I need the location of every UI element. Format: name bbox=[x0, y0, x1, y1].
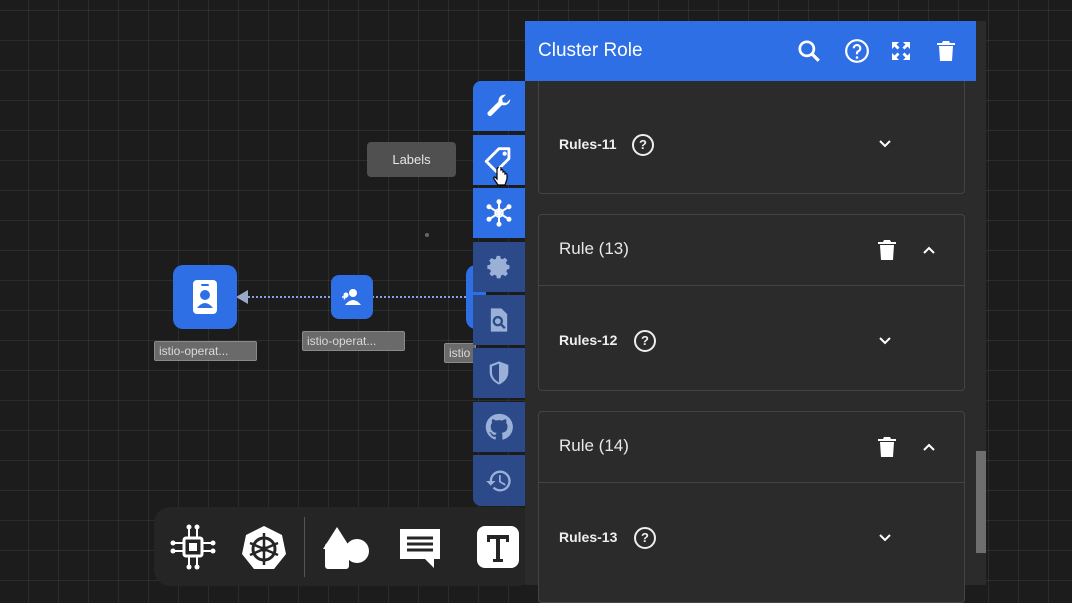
wrench-icon bbox=[487, 94, 511, 116]
panel-header: Cluster Role bbox=[525, 21, 976, 81]
chevron-down-icon[interactable] bbox=[878, 137, 892, 151]
scrollbar-thumb[interactable] bbox=[976, 451, 986, 553]
rule-card-12: Rules-11 ? bbox=[538, 81, 965, 194]
history-icon bbox=[486, 469, 511, 491]
component-icon bbox=[170, 524, 216, 570]
chevron-up-icon[interactable] bbox=[922, 440, 936, 454]
text-button[interactable] bbox=[472, 522, 524, 572]
network-icon bbox=[486, 199, 512, 227]
node-label: istio-operat... bbox=[154, 341, 257, 361]
node-label: istio-operat... bbox=[302, 331, 405, 351]
labels-tooltip: Labels bbox=[367, 142, 456, 177]
tab-labels[interactable] bbox=[473, 135, 525, 186]
node-role-binding[interactable] bbox=[331, 275, 373, 319]
rule-title: Rule (14) bbox=[559, 436, 629, 455]
tab-github[interactable] bbox=[473, 402, 525, 452]
shapes-button[interactable] bbox=[320, 522, 372, 574]
canvas-dot bbox=[425, 233, 429, 237]
delete-icon bbox=[937, 41, 955, 61]
rule-card-14: Rule (14) Rules-13 ? bbox=[538, 411, 965, 603]
doc-search-icon bbox=[490, 308, 508, 332]
tab-config[interactable] bbox=[473, 242, 525, 292]
chevron-down-icon[interactable] bbox=[878, 531, 892, 545]
help-icon bbox=[845, 39, 869, 63]
node-label: istio bbox=[444, 343, 476, 363]
hand-cursor-icon bbox=[493, 167, 508, 186]
users-icon bbox=[342, 289, 361, 305]
rules-label: Rules-12 bbox=[559, 332, 618, 348]
rule-header[interactable]: Rule (13) bbox=[539, 215, 964, 286]
kubernetes-icon bbox=[242, 526, 286, 569]
edge-arrowhead bbox=[236, 290, 248, 304]
trash-icon[interactable] bbox=[878, 437, 896, 457]
component-button[interactable] bbox=[166, 522, 220, 572]
github-icon bbox=[485, 413, 513, 440]
tab-network[interactable] bbox=[473, 188, 525, 238]
text-icon bbox=[477, 526, 519, 568]
shapes-icon bbox=[323, 527, 369, 569]
delete-button[interactable] bbox=[932, 37, 960, 65]
help-icon[interactable]: ? bbox=[634, 527, 656, 549]
kubernetes-button[interactable] bbox=[238, 522, 290, 574]
tab-security[interactable] bbox=[473, 348, 525, 398]
toolbar-divider bbox=[304, 517, 305, 577]
rule-header[interactable]: Rule (14) bbox=[539, 412, 964, 483]
id-card-icon bbox=[193, 280, 217, 314]
tab-history[interactable] bbox=[473, 455, 525, 506]
chevron-up-icon[interactable] bbox=[922, 243, 936, 257]
tag-icon bbox=[484, 147, 511, 173]
rules-label: Rules-11 bbox=[559, 136, 617, 152]
search-button[interactable] bbox=[795, 37, 823, 65]
panel-title: Cluster Role bbox=[538, 40, 643, 61]
help-icon[interactable]: ? bbox=[632, 134, 654, 156]
comment-icon bbox=[400, 529, 440, 568]
shield-icon bbox=[489, 361, 509, 385]
comment-button[interactable] bbox=[394, 522, 446, 574]
fullscreen-icon bbox=[892, 42, 910, 60]
trash-icon[interactable] bbox=[878, 240, 896, 260]
rules-label: Rules-13 bbox=[559, 529, 618, 545]
scrollbar-track[interactable] bbox=[976, 81, 986, 585]
node-service-account[interactable] bbox=[173, 265, 237, 329]
gear-icon bbox=[487, 255, 510, 279]
help-button[interactable] bbox=[843, 37, 871, 65]
rule-card-13: Rule (13) Rules-12 ? bbox=[538, 214, 965, 391]
tab-inspect[interactable] bbox=[473, 295, 525, 345]
chevron-down-icon[interactable] bbox=[878, 334, 892, 348]
help-icon[interactable]: ? bbox=[634, 330, 656, 352]
search-icon bbox=[798, 40, 820, 62]
rule-title: Rule (13) bbox=[559, 239, 629, 258]
fullscreen-button[interactable] bbox=[887, 37, 915, 65]
tab-settings[interactable] bbox=[473, 81, 525, 131]
